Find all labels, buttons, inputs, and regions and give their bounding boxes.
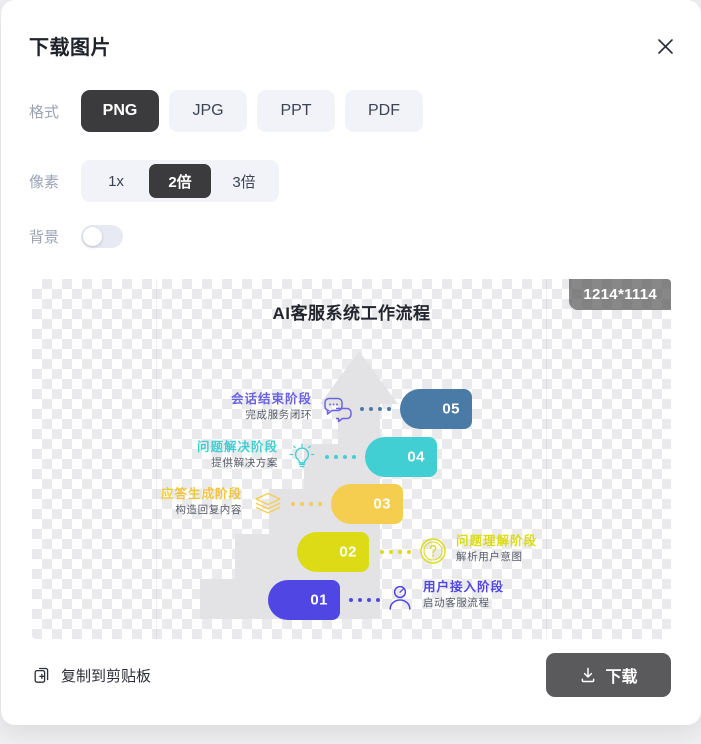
diagram-title: AI客服系统工作流程 [272,304,431,323]
step-number-03: 03 [373,495,391,513]
download-image-dialog: 下载图片 格式 PNG JPG PPT PDF 像素 1x 2倍 3倍 背景 [1,0,701,725]
close-button[interactable] [651,32,679,60]
step-bar-04: 04 [365,437,437,477]
step-connector-05 [360,407,396,411]
diagram-canvas: AI客服系统工作流程 05 会话结束阶段 完成服务闭环 [32,279,671,639]
user-icon [384,582,416,614]
pixel-option-3x[interactable]: 3倍 [232,173,256,191]
step-title-04: 问题解决阶段 [196,440,278,454]
pixel-option-2x[interactable]: 2倍 [149,164,211,198]
step-connector-04 [325,455,361,459]
format-option-jpg[interactable]: JPG [169,90,247,132]
download-button[interactable]: 下载 [546,653,671,697]
question-circle-icon [417,535,449,567]
format-label: 格式 [29,103,60,121]
image-size-badge: 1214*1114 [569,279,671,310]
preview-divider-left [156,279,157,639]
step-bar-03: 03 [331,484,403,524]
copy-to-clipboard-button[interactable]: 复制到剪贴板 [33,665,151,686]
step-subtitle-04: 提供解决方案 [211,457,278,469]
layers-icon [252,487,284,519]
dialog-footer: 复制到剪贴板 下载 [1,639,701,725]
step-caption-05: 会话结束阶段 完成服务闭环 [112,391,312,423]
dialog-header: 下载图片 [1,0,701,78]
step-subtitle-01: 启动客服流程 [423,597,490,609]
format-option-ppt[interactable]: PPT [257,90,335,132]
step-subtitle-02: 解析用户意图 [456,551,523,563]
lightbulb-icon [286,441,318,473]
format-option-png[interactable]: PNG [81,90,159,132]
step-number-04: 04 [407,448,425,466]
step-number-05: 05 [442,400,460,418]
image-preview[interactable]: AI客服系统工作流程 05 会话结束阶段 完成服务闭环 [32,279,671,639]
step-caption-02: 问题理解阶段 解析用户意图 [456,533,656,565]
download-icon [579,666,597,684]
step-subtitle-05: 完成服务闭环 [245,409,312,421]
close-icon [656,37,675,56]
chat-bubbles-icon [322,393,354,425]
step-connector-02 [380,550,416,554]
step-subtitle-03: 构造回复内容 [175,504,242,516]
copy-to-clipboard-label: 复制到剪贴板 [61,668,152,685]
toggle-knob [83,227,102,246]
step-title-03: 应答生成阶段 [160,487,242,501]
pixel-row: 像素 1x 2倍 3倍 [29,160,279,202]
format-row: 格式 PNG JPG PPT PDF [29,90,423,132]
copy-icon [33,666,52,685]
step-caption-04: 问题解决阶段 提供解决方案 [78,439,278,471]
step-title-02: 问题理解阶段 [456,534,538,548]
background-toggle[interactable] [81,225,123,248]
preview-divider-right [546,279,547,639]
step-number-02: 02 [339,543,357,561]
format-option-pdf[interactable]: PDF [345,90,423,132]
format-options: PNG JPG PPT PDF [81,90,423,132]
step-bar-02: 02 [297,532,369,572]
step-caption-01: 用户接入阶段 启动客服流程 [423,579,623,611]
background-label: 背景 [29,229,60,246]
pixel-options: 1x 2倍 3倍 [81,160,279,202]
download-button-label: 下载 [605,669,638,686]
page-title: 下载图片 [29,37,111,59]
step-bar-05: 05 [400,389,472,429]
step-connector-03 [291,502,327,506]
pixel-option-1x[interactable]: 1x [108,172,124,190]
step-title-05: 会话结束阶段 [230,392,312,406]
background-row: 背景 [29,225,123,248]
pixel-label: 像素 [29,173,60,191]
step-connector-01 [349,598,385,602]
step-title-01: 用户接入阶段 [423,580,505,594]
step-caption-03: 应答生成阶段 构造回复内容 [42,486,242,518]
step-bar-01: 01 [268,580,340,620]
step-number-01: 01 [310,591,328,609]
